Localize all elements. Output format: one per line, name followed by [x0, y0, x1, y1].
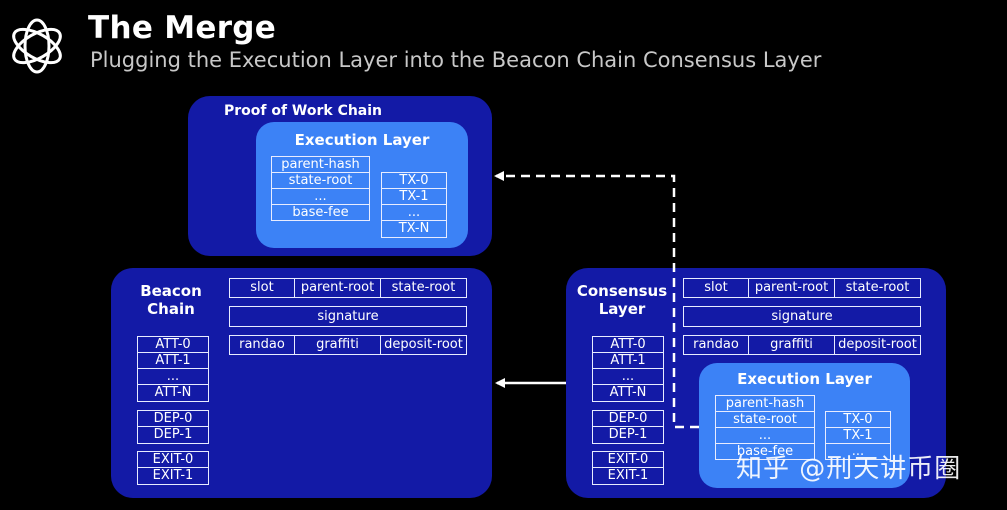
consensus-layer-label: Consensus Layer	[575, 282, 669, 318]
watermark: 知乎 @刑天讲币圈	[736, 454, 962, 484]
dashed-arrow-execution-to-pow	[494, 171, 699, 429]
beacon-signature: signature	[229, 306, 467, 327]
consensus-att-n: ATT-N	[592, 384, 664, 402]
beacon-label-line1: Beacon	[140, 282, 202, 300]
beacon-label-line2: Chain	[147, 300, 195, 318]
consensus-exit-1: EXIT-1	[592, 467, 664, 485]
consensus-execution-layer	[699, 363, 910, 488]
beacon-att-n: ATT-N	[137, 384, 209, 402]
beacon-dep-1: DEP-1	[137, 426, 209, 444]
beacon-state-root: state-root	[380, 278, 467, 298]
consensus-state-root: state-root	[834, 278, 921, 298]
pow-tx-n: TX-N	[381, 220, 447, 238]
consensus-deposit-root: deposit-root	[834, 335, 921, 355]
consensus-execution-label: Execution Layer	[737, 370, 872, 388]
pow-execution-layer	[256, 122, 468, 248]
page-title: The Merge	[88, 10, 277, 46]
consensus-label-line2: Layer	[598, 300, 646, 318]
consensus-signature: signature	[683, 306, 921, 327]
cex-field-base-fee: base-fee	[715, 443, 815, 460]
consensus-dep-1: DEP-1	[592, 426, 664, 444]
ethereum-logo-icon	[12, 18, 62, 74]
beacon-deposit-root: deposit-root	[380, 335, 467, 355]
pow-execution-label: Execution Layer	[294, 131, 430, 149]
beacon-exit-1: EXIT-1	[137, 467, 209, 485]
cex-tx-ellipsis: ...	[825, 443, 891, 460]
pow-field-base-fee: base-fee	[271, 204, 370, 221]
consensus-label-line1: Consensus	[576, 282, 668, 300]
page-subtitle: Plugging the Execution Layer into the Be…	[90, 48, 822, 72]
pow-chain-label: Proof of Work Chain	[223, 103, 383, 119]
beacon-chain-label: Beacon Chain	[128, 282, 214, 318]
